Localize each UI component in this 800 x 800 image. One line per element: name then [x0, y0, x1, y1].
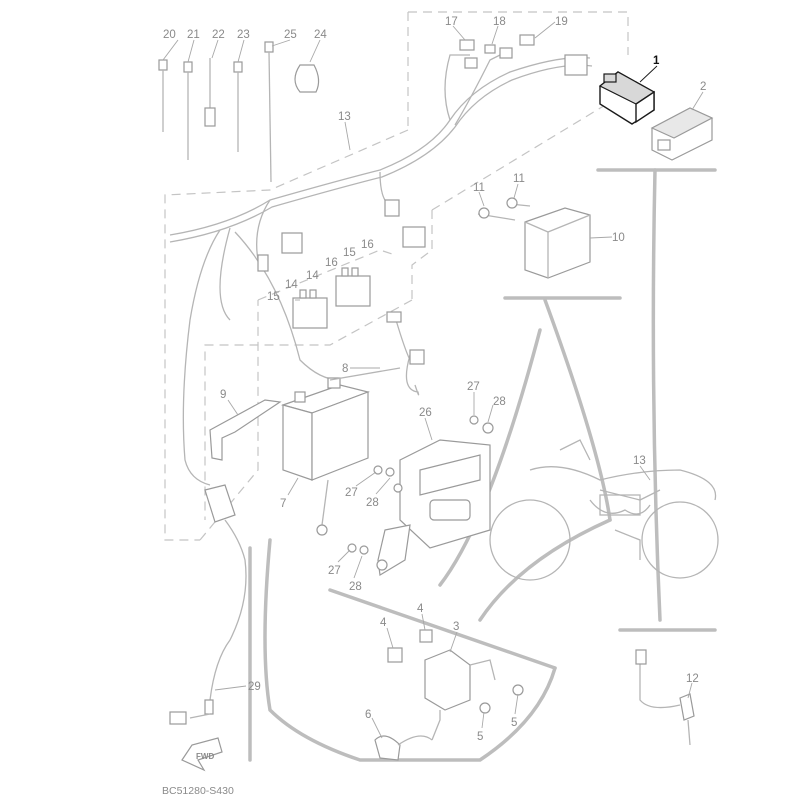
callout-17: 17 — [445, 16, 458, 28]
callout-11: 11 — [513, 173, 525, 185]
battery-band-9 — [209, 399, 282, 461]
callout-18: 18 — [493, 16, 506, 28]
callout-15: 15 — [267, 291, 280, 303]
callout-23: 23 — [237, 29, 250, 41]
callout-4: 4 — [380, 617, 387, 629]
callout-5: 5 — [511, 717, 517, 729]
regulator-group — [477, 197, 591, 279]
callout-19: 19 — [555, 16, 568, 28]
callout-16: 16 — [325, 257, 338, 269]
callout-3: 3 — [453, 621, 459, 633]
callout-25: 25 — [284, 29, 297, 41]
regulator-10 — [524, 207, 591, 279]
lead-wire-group — [169, 484, 247, 725]
callout-15: 15 — [343, 247, 356, 259]
callout-16: 16 — [361, 239, 374, 251]
callout-8: 8 — [342, 363, 348, 375]
clamp-24 — [294, 64, 320, 93]
callout-7: 7 — [280, 498, 286, 510]
band-22 — [204, 107, 216, 127]
section-brackets — [248, 168, 717, 762]
relay-group — [292, 267, 371, 329]
forward-arrow-icon: FWD — [181, 737, 223, 772]
highlighted-cdi-unit — [598, 71, 656, 125]
cable-tie-20 — [158, 59, 168, 71]
connector-19 — [519, 34, 535, 46]
relay-right — [335, 275, 371, 307]
callout-28: 28 — [349, 581, 362, 593]
callout-1: 1 — [653, 55, 660, 67]
callout-24: 24 — [314, 29, 327, 41]
cable-tie-23 — [233, 61, 243, 73]
plug-cap-6 — [374, 735, 401, 761]
motorcycle-silhouette — [489, 439, 719, 581]
callout-12: 12 — [686, 673, 699, 685]
callout-27: 27 — [345, 487, 358, 499]
callout-20: 20 — [163, 29, 176, 41]
callout-10: 10 — [612, 232, 625, 244]
cable-tie-21 — [183, 61, 193, 73]
callout-4: 4 — [417, 603, 424, 615]
callout-5: 5 — [477, 731, 483, 743]
wire-harness — [169, 34, 593, 486]
callout-6: 6 — [365, 709, 371, 721]
dashed-assembly-outline — [164, 11, 631, 541]
callout-13: 13 — [633, 455, 646, 467]
relay-left — [292, 297, 328, 329]
cdi-coupler-2 — [650, 107, 714, 161]
forward-arrow-label: FWD — [196, 752, 214, 761]
battery-body — [311, 391, 369, 481]
ignition-coil-group — [374, 629, 524, 761]
ignition-coil-3 — [424, 649, 471, 711]
diagram-reference-code: BC51280-S430 — [162, 785, 234, 797]
callout-labels: 1 2 3 4 4 5 5 6 7 8 9 10 11 11 12 13 13 … — [163, 16, 706, 743]
callout-14: 14 — [285, 279, 298, 291]
cable-tie-25 — [264, 41, 274, 53]
cable-tie-group — [158, 41, 320, 183]
callout-11: 11 — [473, 182, 485, 194]
callout-13: 13 — [338, 111, 351, 123]
callout-21: 21 — [187, 29, 200, 41]
connector-18 — [484, 44, 496, 54]
connector-17 — [459, 39, 475, 51]
sensor-group — [635, 649, 695, 746]
sensor-12 — [679, 693, 695, 721]
bracket-group — [347, 415, 494, 576]
battery-group — [209, 311, 425, 536]
callout-22: 22 — [212, 29, 225, 41]
callout-28: 28 — [493, 396, 506, 408]
callout-29: 29 — [248, 681, 261, 693]
leader-lines — [162, 21, 704, 739]
callout-27: 27 — [328, 565, 341, 577]
grommet — [204, 484, 236, 523]
callout-2: 2 — [700, 81, 706, 93]
callout-14: 14 — [306, 270, 319, 282]
callout-28: 28 — [366, 497, 379, 509]
callout-27: 27 — [467, 381, 480, 393]
callout-9: 9 — [220, 389, 226, 401]
callout-26: 26 — [419, 407, 432, 419]
